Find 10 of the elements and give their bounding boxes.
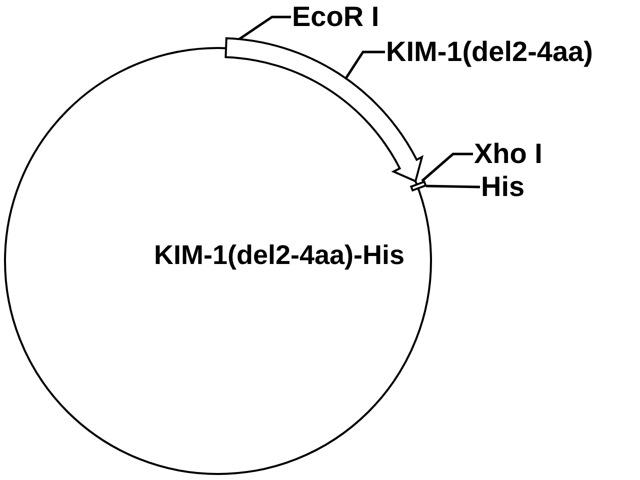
leader-line: [421, 152, 473, 182]
leader-line: [426, 184, 480, 188]
leader-line: [238, 16, 291, 40]
plasmid-name: KIM-1(del2-4aa)-His: [154, 242, 405, 269]
site-label: EcoR I: [292, 3, 380, 31]
tag-marker: [410, 180, 427, 192]
site-label: Xho I: [474, 140, 542, 168]
leader-line: [344, 50, 385, 79]
tag-label: His: [481, 173, 525, 201]
gene-label: KIM-1(del2-4aa): [386, 38, 593, 66]
